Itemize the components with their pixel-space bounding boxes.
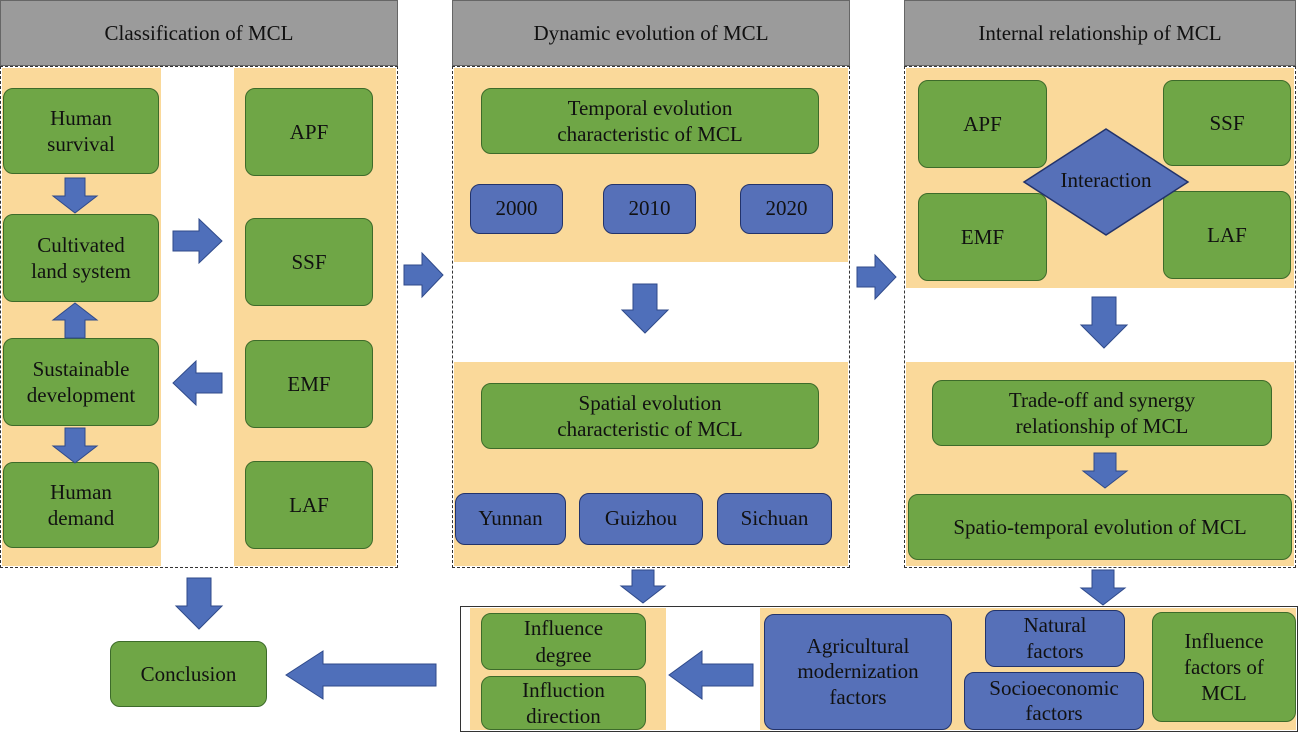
arrow-down-temporal-to-spatial <box>620 283 670 334</box>
spatial-evolution-box: Spatial evolution characteristic of MCL <box>481 383 819 449</box>
function-laf-box: LAF <box>245 461 373 549</box>
cultivated-land-system-box: Cultivated land system <box>3 214 159 302</box>
internal-frame <box>904 66 1296 568</box>
function-emf-box: EMF <box>245 340 373 428</box>
human-survival-box: Human survival <box>3 88 159 174</box>
tradeoff-synergy-box: Trade-off and synergy relationship of MC… <box>932 380 1272 446</box>
influence-direction-box: Influction direction <box>481 676 646 730</box>
header-classification: Classification of MCL <box>0 0 398 66</box>
influence-frame <box>460 606 1298 732</box>
arrow-left-functions-to-sustainable <box>172 359 223 407</box>
arrow-up-sustainable-to-cultivated <box>51 302 99 339</box>
dynamic-frame <box>452 66 850 568</box>
year-2020-box: 2020 <box>740 184 833 234</box>
internal-apf-box: APF <box>918 80 1047 168</box>
internal-ssf-box: SSF <box>1163 80 1291 166</box>
arrow-right-dynamic-to-internal <box>856 253 897 301</box>
header-dynamic-evolution: Dynamic evolution of MCL <box>452 0 850 66</box>
sustainable-development-box: Sustainable development <box>3 338 159 426</box>
year-2000-box: 2000 <box>470 184 563 234</box>
socioeconomic-factors-box: Socioeconomic factors <box>964 672 1144 730</box>
arrow-down-sustainable-to-demand <box>51 427 99 464</box>
arrow-right-classification-to-dynamic <box>403 251 444 299</box>
interaction-diamond <box>1022 128 1190 236</box>
classification-frame <box>0 66 398 568</box>
spatiotemporal-evolution-box: Spatio-temporal evolution of MCL <box>908 494 1292 560</box>
agricultural-modernization-factors-box: Agricultural modernization factors <box>764 614 952 730</box>
arrow-left-factors-to-influence <box>668 650 754 700</box>
arrow-down-tradeoff-to-spatiotemporal <box>1081 452 1129 489</box>
arrow-down-dynamic-to-influence <box>619 569 667 604</box>
temporal-evolution-box: Temporal evolution characteristic of MCL <box>481 88 819 154</box>
province-sichuan-box: Sichuan <box>717 493 832 545</box>
year-2010-box: 2010 <box>603 184 696 234</box>
function-apf-box: APF <box>245 88 373 176</box>
arrow-down-interaction-to-tradeoff <box>1079 296 1129 349</box>
arrow-down-survival-to-cultivated <box>51 177 99 214</box>
natural-factors-box: Natural factors <box>985 610 1125 667</box>
influence-degree-box: Influence degree <box>481 613 646 670</box>
human-demand-box: Human demand <box>3 462 159 548</box>
influence-factors-box: Influence factors of MCL <box>1152 612 1296 722</box>
function-ssf-box: SSF <box>245 218 373 306</box>
province-yunnan-box: Yunnan <box>455 493 566 545</box>
arrow-right-cultivated-to-functions <box>172 217 223 265</box>
conclusion-box: Conclusion <box>110 641 267 707</box>
interaction-label: Interaction <box>1060 168 1152 192</box>
header-internal-relationship: Internal relationship of MCL <box>904 0 1296 66</box>
internal-emf-box: EMF <box>918 193 1047 281</box>
arrow-down-internal-to-factors <box>1079 569 1127 606</box>
province-guizhou-box: Guizhou <box>579 493 703 545</box>
arrow-left-influence-to-conclusion <box>285 650 437 700</box>
internal-laf-box: LAF <box>1163 191 1291 279</box>
arrow-down-classification-to-conclusion <box>174 577 224 630</box>
